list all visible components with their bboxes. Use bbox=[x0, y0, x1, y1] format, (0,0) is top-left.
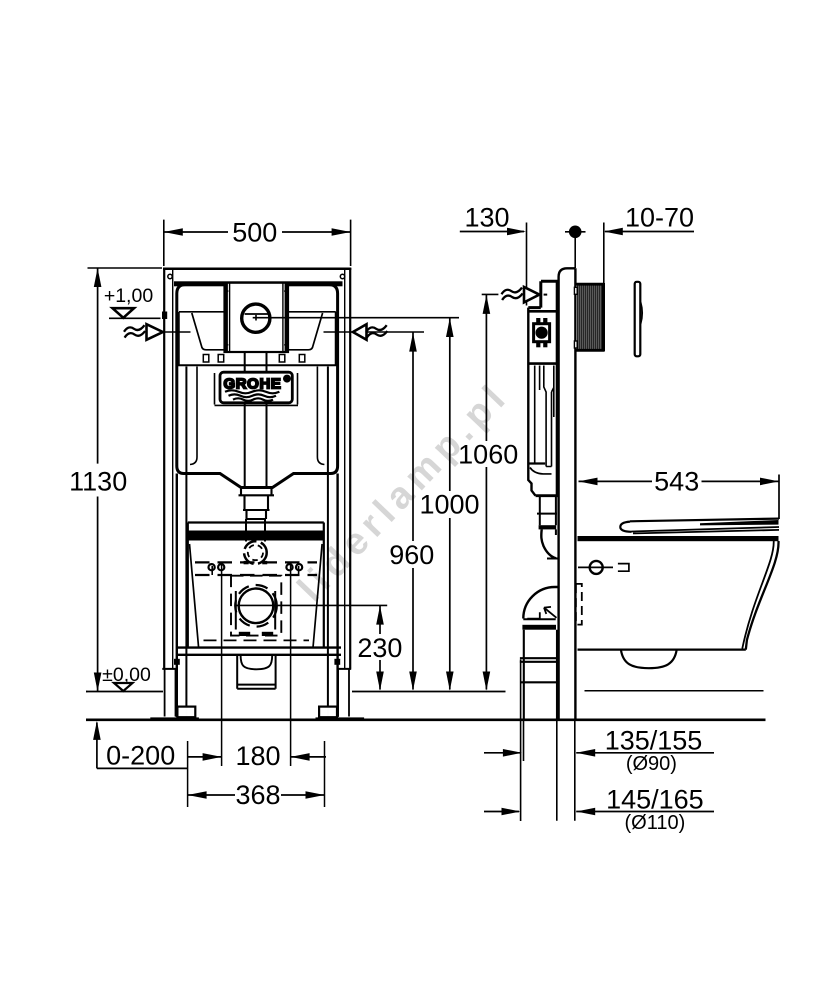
svg-text:(Ø90): (Ø90) bbox=[626, 753, 677, 775]
svg-text:±0,00: ±0,00 bbox=[102, 664, 151, 686]
svg-text:1130: 1130 bbox=[69, 466, 127, 496]
svg-text:10-70: 10-70 bbox=[625, 202, 694, 232]
svg-text:130: 130 bbox=[464, 202, 509, 232]
svg-text:135/155: 135/155 bbox=[605, 726, 703, 756]
svg-text:500: 500 bbox=[232, 217, 277, 247]
svg-text:0-200: 0-200 bbox=[106, 741, 175, 771]
svg-text:180: 180 bbox=[235, 741, 280, 771]
svg-text:1000: 1000 bbox=[419, 490, 479, 520]
svg-text:145/165: 145/165 bbox=[606, 784, 704, 814]
svg-text:230: 230 bbox=[357, 633, 402, 663]
svg-text:368: 368 bbox=[235, 780, 280, 810]
svg-text:543: 543 bbox=[654, 467, 699, 497]
svg-text:+1,00: +1,00 bbox=[104, 285, 153, 307]
svg-text:1060: 1060 bbox=[458, 439, 518, 469]
svg-text:960: 960 bbox=[389, 540, 434, 570]
svg-text:(Ø110): (Ø110) bbox=[625, 812, 686, 834]
svg-text:GROHE: GROHE bbox=[223, 376, 281, 393]
